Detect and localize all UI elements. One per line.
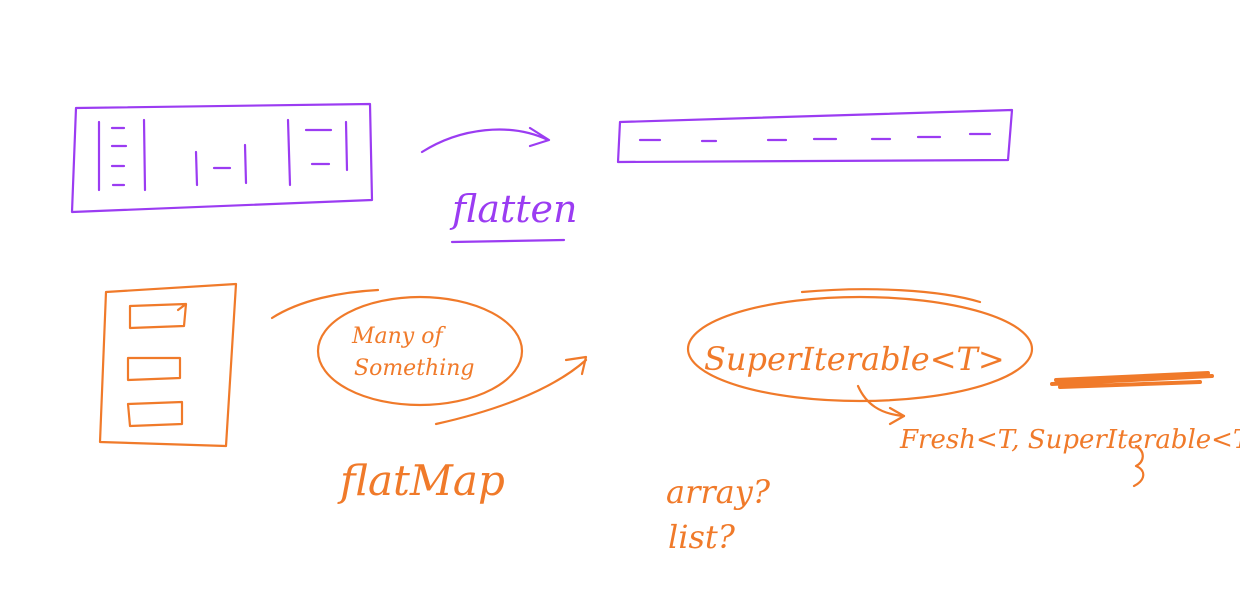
flatmap-upper-arc <box>270 288 380 320</box>
inner-group-middle <box>194 143 248 187</box>
many-of-something-ellipse <box>316 295 524 407</box>
many-of-something-text-1: Many of <box>351 324 446 349</box>
nested-collection-sketch <box>70 102 374 214</box>
super-iterable-text: SuperIterable<T> <box>704 340 1005 378</box>
array-question-text: array? <box>666 473 771 511</box>
container-item-3 <box>126 400 184 428</box>
tuple-brace <box>1132 444 1145 488</box>
inner-group-right <box>286 118 349 187</box>
flatten-underline <box>450 238 566 244</box>
container-of-items-sketch <box>98 282 238 448</box>
flattened-items <box>638 132 992 143</box>
flattened-collection-box <box>616 108 1014 164</box>
inner-group-left <box>97 118 147 192</box>
list-question-text: list? <box>668 518 736 556</box>
container-item-2 <box>126 356 182 382</box>
super-iterable-top-stroke <box>800 288 982 304</box>
flatmap-lower-arrow <box>434 355 588 426</box>
flatmap-label: flatMap <box>337 456 505 505</box>
fresh-tuple-text: Fresh<T, SuperIterable<T>> <box>899 425 1240 455</box>
nested-collection-outer-box <box>70 102 374 214</box>
super-iterable-ellipse <box>686 295 1034 403</box>
container-outer-box <box>98 282 238 448</box>
flatten-arrow <box>420 126 551 154</box>
container-item-1 <box>128 302 188 330</box>
super-iterable-pointer <box>856 384 906 426</box>
highlight-strokes <box>1050 371 1214 389</box>
many-of-something-text-2: Something <box>354 356 475 381</box>
flatten-label: flatten <box>449 187 578 231</box>
flattened-collection-sketch <box>616 108 1014 164</box>
